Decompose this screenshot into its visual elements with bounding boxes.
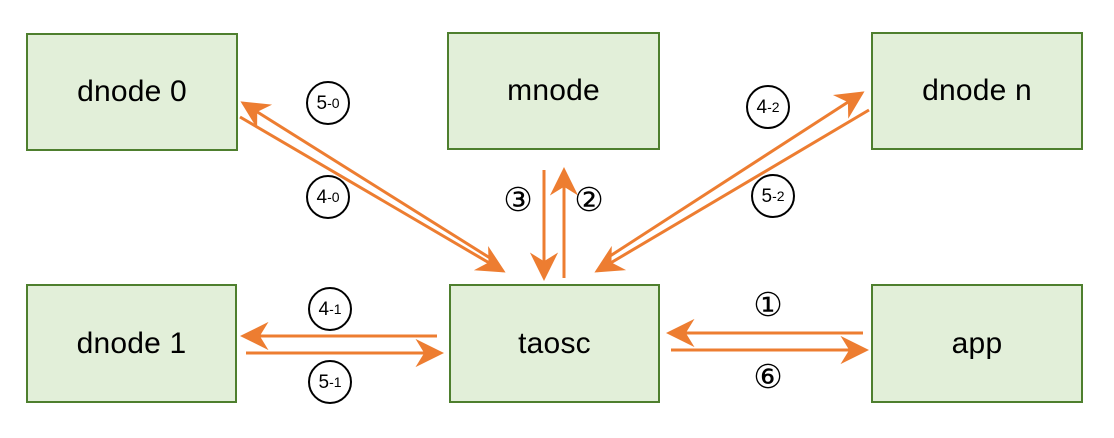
step-badge-6: ⑥ (753, 357, 783, 396)
step-badge-4-1: 4-1 (308, 287, 352, 331)
step-badge-2: ② (574, 180, 604, 219)
node-app-label: app (951, 326, 1003, 360)
step-badge-1: ① (753, 285, 783, 324)
node-app[interactable]: app (871, 284, 1083, 403)
node-dnode1[interactable]: dnode 1 (26, 284, 237, 403)
step-badge-3: ③ (503, 180, 533, 219)
node-taosc-label: taosc (518, 326, 591, 360)
step-badge-5-2-sub: -2 (772, 188, 785, 204)
step-badge-5-0-sub: -0 (327, 95, 340, 111)
node-dnoden[interactable]: dnode n (871, 32, 1083, 150)
step-badge-5-2-main: 5 (761, 185, 773, 207)
step-badge-4-1-sub: -1 (329, 301, 342, 317)
step-badge-4-2-main: 4 (756, 96, 768, 118)
step-badge-4-0-sub: -0 (327, 189, 340, 205)
node-dnoden-label: dnode n (922, 74, 1032, 107)
step-badge-4-2-sub: -2 (767, 99, 780, 115)
node-dnode1-label: dnode 1 (76, 326, 187, 360)
edge-dnode0-to-taosc (239, 115, 506, 273)
node-dnode0[interactable]: dnode 0 (26, 33, 238, 151)
step-badge-5-1: 5-1 (308, 360, 352, 404)
node-dnode0-label: dnode 0 (77, 75, 187, 108)
step-badge-5-1-sub: -1 (329, 374, 342, 390)
step-badge-4-1-main: 4 (318, 298, 330, 320)
step-badge-5-2: 5-2 (751, 174, 795, 218)
node-mnode[interactable]: mnode (447, 32, 660, 150)
node-mnode-label: mnode (507, 74, 600, 107)
step-badge-5-1-main: 5 (318, 371, 330, 393)
node-taosc[interactable]: taosc (449, 284, 660, 403)
step-badge-5-0: 5-0 (306, 81, 350, 125)
step-badge-5-0-main: 5 (316, 92, 328, 114)
step-badge-4-0-main: 4 (316, 186, 328, 208)
step-badge-4-0: 4-0 (306, 175, 350, 219)
edge-dnoden-to-taosc (594, 108, 870, 273)
step-badge-4-2: 4-2 (746, 85, 790, 129)
edge-taosc-to-dnoden (606, 91, 865, 260)
edge-taosc-to-dnode0 (240, 101, 491, 260)
